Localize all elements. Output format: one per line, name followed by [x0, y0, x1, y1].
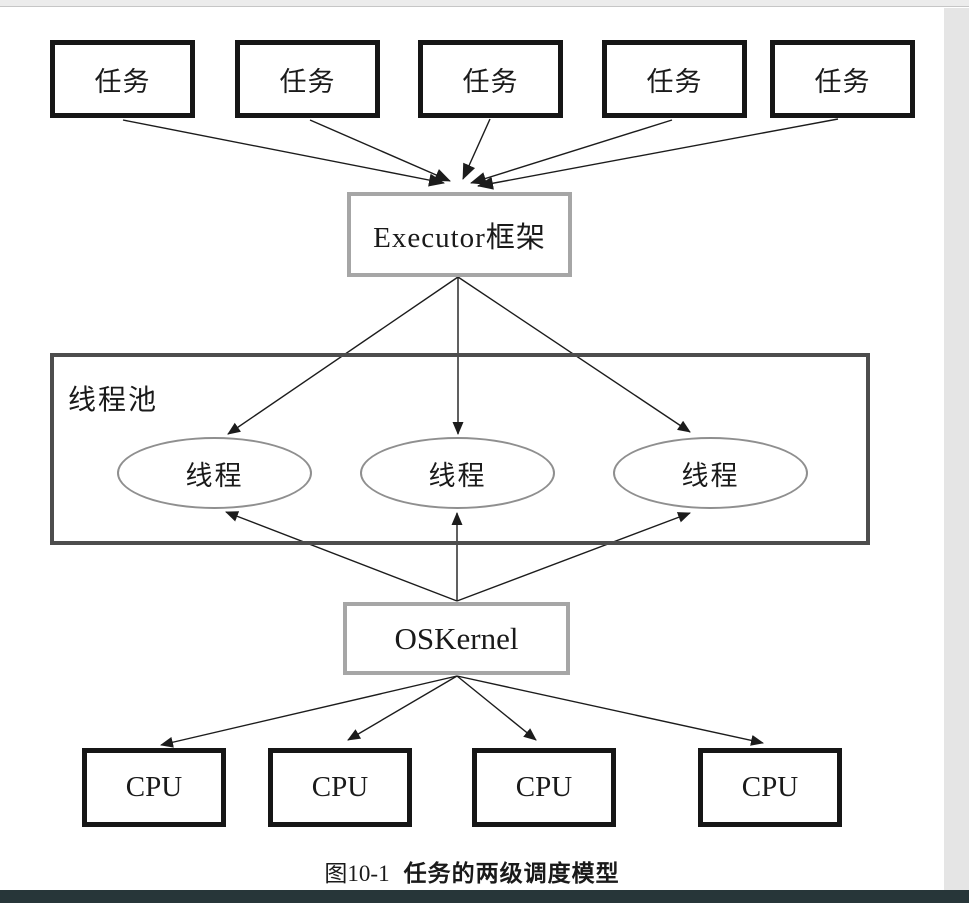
thread-pool-container	[50, 353, 870, 545]
thread-label: 线程	[428, 460, 487, 491]
executor-label: Executor框架	[373, 221, 546, 254]
thread-node-3: 线程	[613, 437, 808, 509]
task-to-executor-arrows	[122, 118, 839, 190]
task-node-2: 任务	[235, 40, 380, 118]
bottom-bar	[0, 890, 969, 903]
os-kernel-label: OSKernel	[394, 620, 519, 656]
right-edge-strip	[944, 8, 969, 890]
thread-label: 线程	[185, 460, 244, 491]
task-node-3: 任务	[418, 40, 563, 118]
cpu-label: CPU	[741, 771, 799, 803]
task-node-5: 任务	[770, 40, 915, 118]
thread-pool-label: 线程池	[68, 385, 159, 416]
cpu-node-1: CPU	[82, 748, 226, 827]
thread-label: 线程	[681, 460, 740, 491]
executor-framework-node: Executor框架	[347, 192, 572, 277]
cpu-label: CPU	[311, 771, 369, 803]
oskernel-to-cpu-arrows	[160, 675, 764, 748]
os-kernel-node: OSKernel	[343, 602, 570, 675]
task-label: 任务	[279, 66, 336, 97]
task-label: 任务	[814, 66, 871, 97]
cpu-node-2: CPU	[268, 748, 412, 827]
cpu-label: CPU	[515, 771, 573, 803]
thread-node-1: 线程	[117, 437, 312, 509]
task-node-4: 任务	[602, 40, 747, 118]
figure-caption: 图10-1 任务的两级调度模型	[0, 854, 944, 888]
figure-title: 任务的两级调度模型	[403, 861, 620, 886]
task-label: 任务	[94, 66, 151, 97]
top-edge-strip	[0, 0, 969, 7]
figure-number: 图10-1	[324, 861, 390, 886]
task-node-1: 任务	[50, 40, 195, 118]
cpu-node-4: CPU	[698, 748, 842, 827]
thread-node-2: 线程	[360, 437, 555, 509]
task-label: 任务	[646, 66, 703, 97]
task-label: 任务	[462, 66, 519, 97]
cpu-label: CPU	[125, 771, 183, 803]
cpu-node-3: CPU	[472, 748, 616, 827]
